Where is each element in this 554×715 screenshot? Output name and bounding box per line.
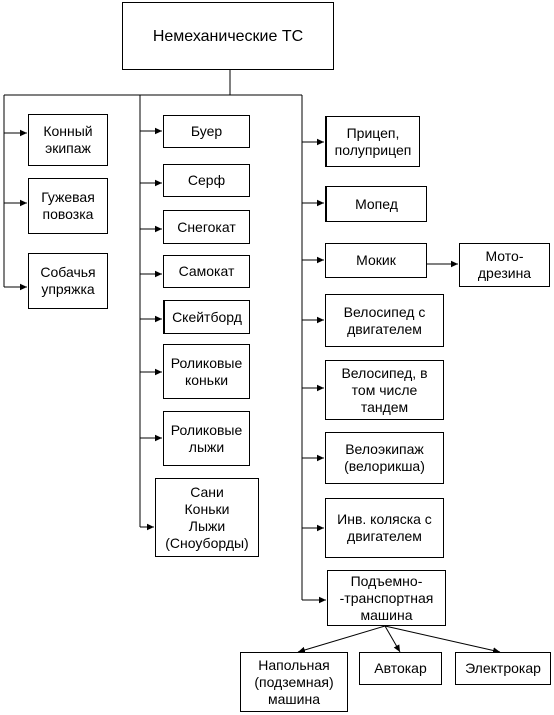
node-horse-cart: Гужевая повозка: [28, 178, 108, 234]
node-mokik: Мокик: [325, 243, 427, 278]
node-moped: Мопед: [325, 186, 427, 222]
node-motor-trolley: Мото- дрезина: [459, 243, 550, 287]
node-powered-wheelchair: Инв. коляска с двигателем: [325, 498, 444, 558]
node-ice-yacht: Буер: [163, 115, 250, 148]
node-horse-carriage: Конный экипаж: [28, 114, 108, 166]
node-roller-skates: Роликовые коньки: [163, 344, 250, 399]
node-motorized-bicycle: Велосипед с двигателем: [325, 294, 444, 347]
node-sleds-skates-skis: Сани Коньки Лыжи (Сноуборды): [155, 478, 259, 557]
node-dog-sled: Собачья упряжка: [28, 253, 108, 309]
node-kick-scooter: Самокат: [163, 255, 250, 288]
node-autocar: Автокар: [359, 652, 442, 685]
node-lifting-transport-machine: Подъемно- -транспортная машина: [327, 570, 446, 626]
node-floor-underground-machine: Напольная (подземная) машина: [240, 652, 348, 712]
node-bicycle-tandem: Велосипед, в том числе тандем: [325, 360, 444, 420]
node-roller-skis: Роликовые лыжи: [163, 411, 250, 466]
node-surf: Серф: [163, 164, 250, 197]
node-trailer: Прицеп, полуприцеп: [325, 116, 420, 167]
node-electrocar: Электрокар: [455, 652, 551, 685]
root-node-non-mechanical-vehicles: Немеханические ТС: [122, 2, 334, 70]
node-snow-scooter: Снегокат: [163, 210, 250, 244]
node-skateboard: Скейтборд: [163, 300, 250, 334]
node-cycle-rickshaw: Велоэкипаж (велорикша): [325, 432, 444, 484]
